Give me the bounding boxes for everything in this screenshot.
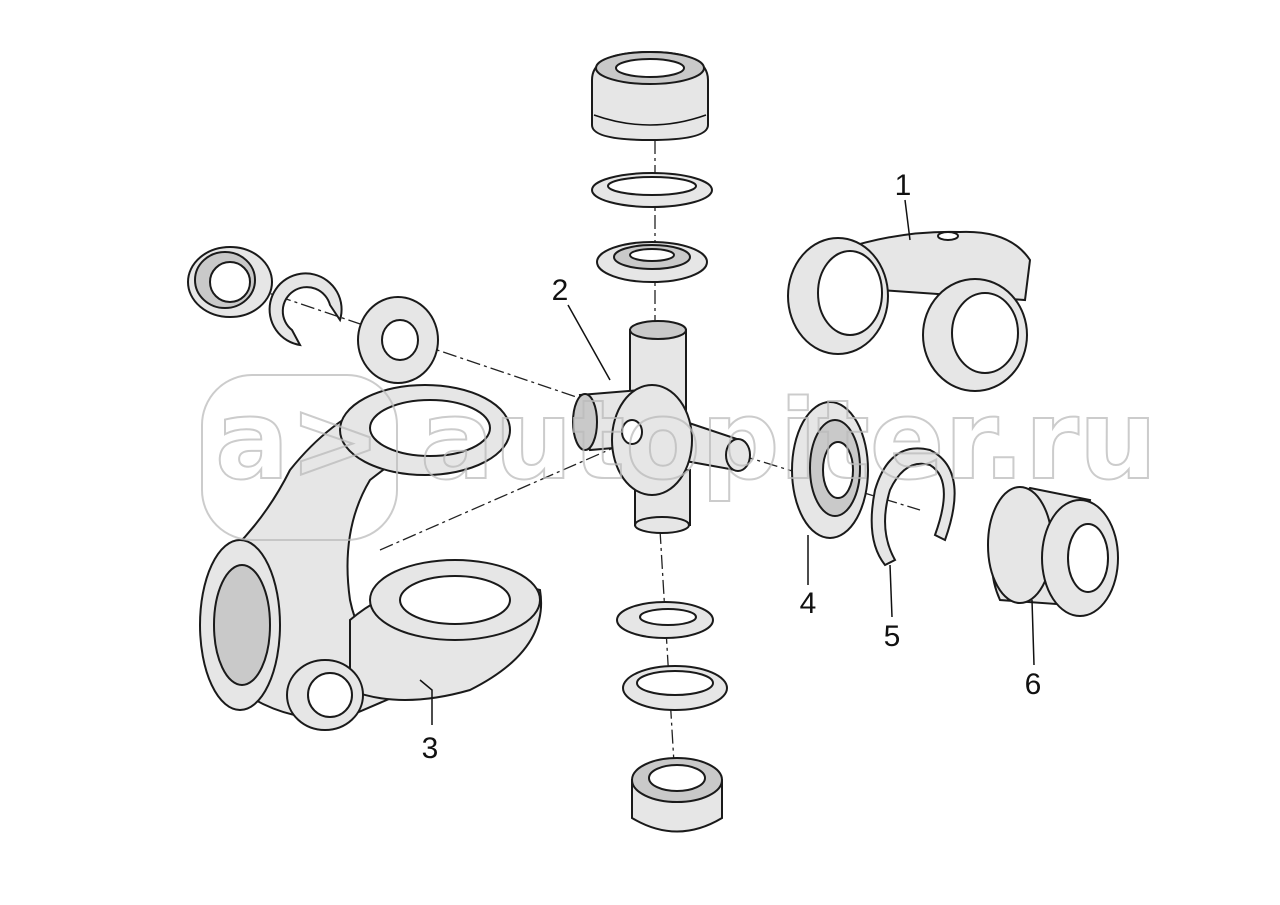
snap-ring-left [268,272,343,347]
bearing-cup-left [187,246,273,318]
snap-ring-bottom [622,665,728,711]
bearing-cup-top [591,50,709,142]
callout-1: 1 [895,169,912,202]
watermark-text: autopiter.ru [420,376,1157,504]
snap-ring-5 [870,447,956,567]
leader-6 [1031,599,1035,666]
cross-spider-2 [572,320,751,534]
bearing-cup-bottom [631,757,723,833]
snap-ring-top [591,172,713,208]
yoke-axis [379,444,621,551]
watermark-logo: a> [215,376,381,504]
callout-3: 3 [422,732,439,765]
seal-top [596,241,708,283]
callout-2: 2 [552,274,569,307]
callout-6: 6 [1025,668,1042,701]
washer-bottom [616,601,714,639]
seal-4 [791,401,869,539]
flange-yoke-1 [787,230,1032,392]
bearing-cup-6 [987,486,1119,617]
leader-5 [889,564,893,618]
washer-left [357,296,439,384]
slip-yoke-3 [199,384,543,731]
leader-3 [419,679,433,725]
callout-4: 4 [800,587,817,620]
leader-2 [567,304,611,381]
watermark: a> autopiter.ru [201,374,1158,541]
vertical-axis-lower [659,529,676,781]
callout-5: 5 [884,620,901,653]
leader-1 [904,199,911,241]
